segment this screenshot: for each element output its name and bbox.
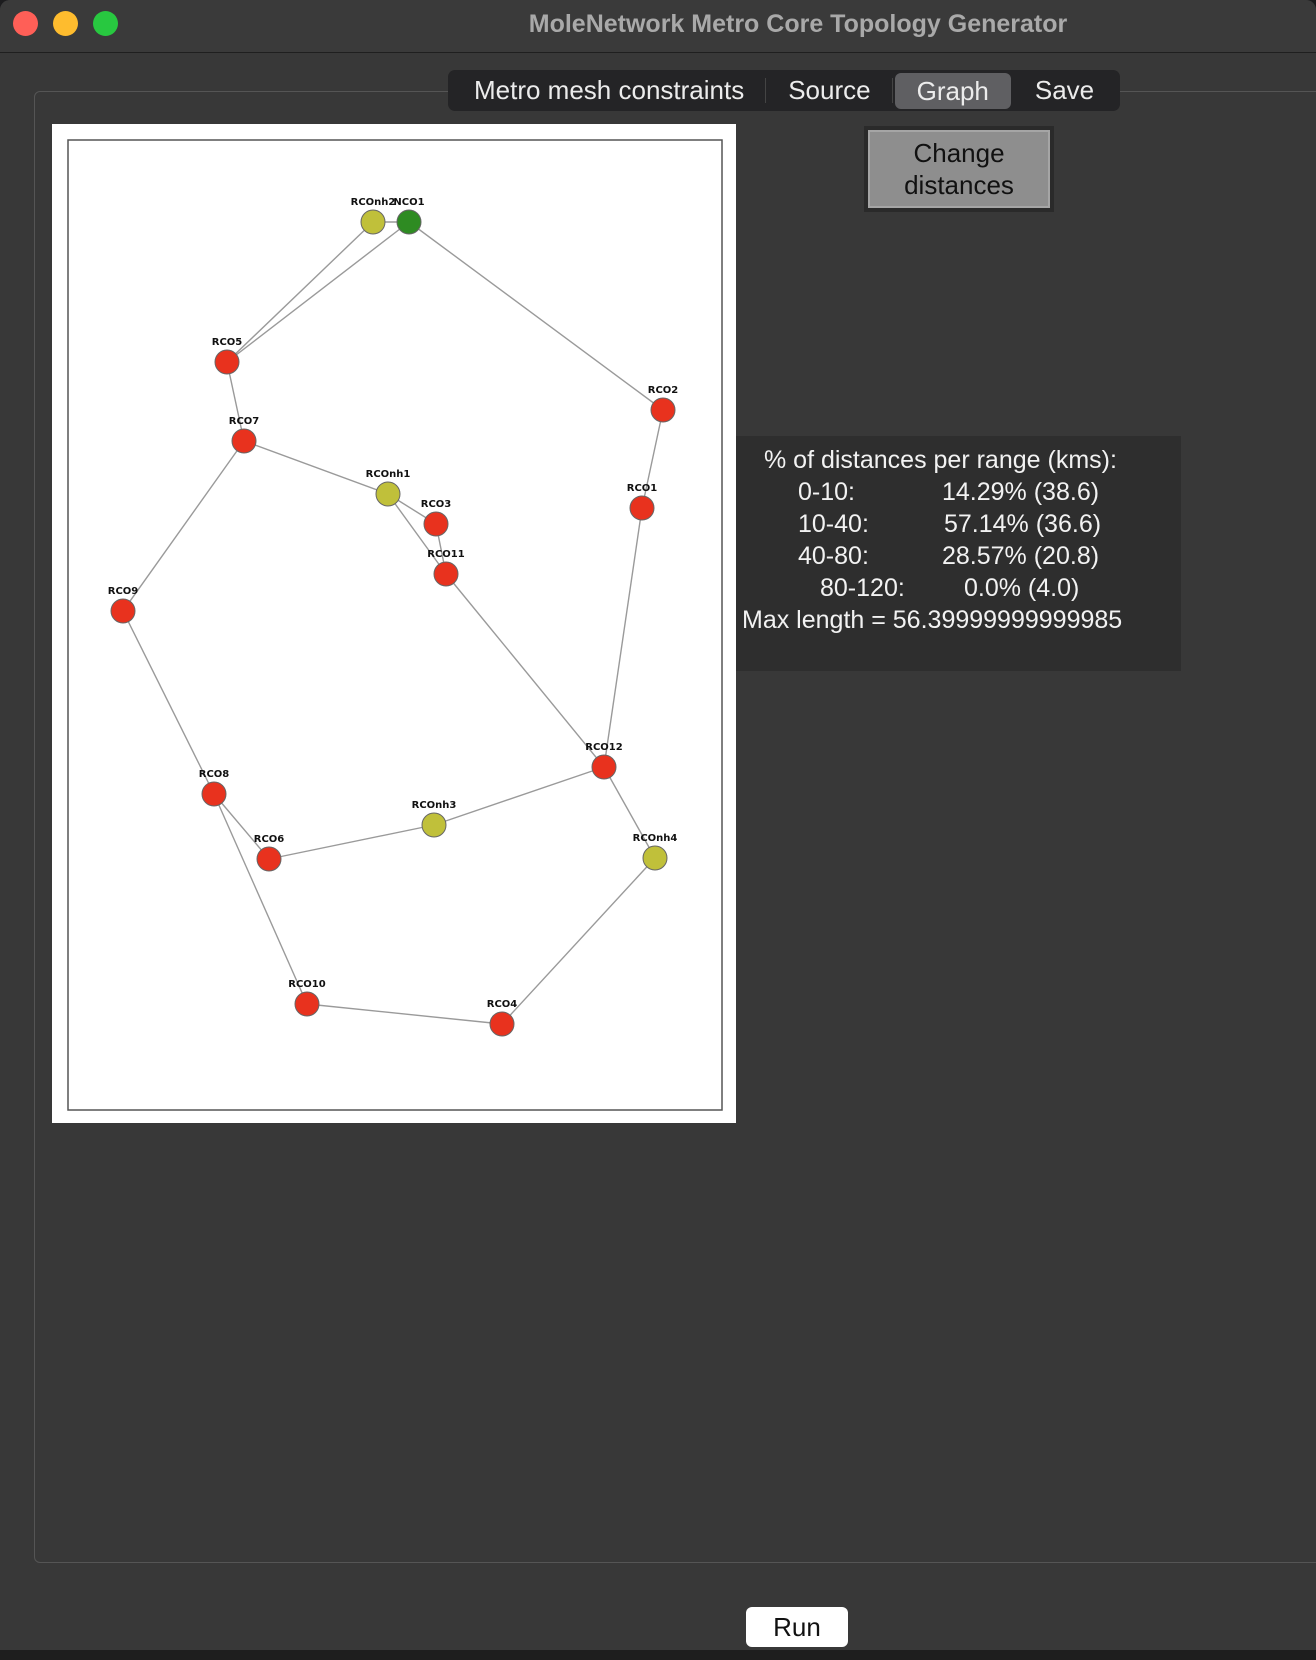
change-distances-button-frame: Change distances — [864, 126, 1054, 212]
change-distances-label-line1: Change — [913, 138, 1005, 168]
graph-node-RCO8 — [201, 781, 227, 807]
graph-node-label-NCO1: NCO1 — [393, 197, 424, 208]
graph-edge-RCOnh1-RCO11 — [387, 493, 447, 575]
graph-edge-RCO2-RCO1 — [641, 409, 664, 509]
graph-edge-RCO6-RCOnh3 — [268, 824, 435, 860]
graph-node-RCO3 — [423, 511, 449, 537]
graph-node-label-RCOnh2: RCOnh2 — [351, 197, 396, 208]
graph-node-NCO1 — [396, 209, 422, 235]
graph-node-label-RCO2: RCO2 — [648, 385, 679, 396]
stats-range-3: 80-120: — [820, 574, 905, 602]
graph-edge-RCOnh2-RCO5 — [226, 221, 374, 363]
graph-node-RCOnh1 — [375, 481, 401, 507]
graph-node-RCO4 — [489, 1011, 515, 1037]
graph-node-label-RCO3: RCO3 — [421, 499, 452, 510]
graph-node-label-RCOnh1: RCOnh1 — [366, 469, 411, 480]
graph-node-RCO6 — [256, 846, 282, 872]
graph-edge-RCO8-RCO6 — [213, 793, 270, 860]
stats-range-2: 40-80: — [798, 542, 869, 570]
graph-edge-RCO9-RCO8 — [122, 610, 215, 795]
graph-edge-RCO5-RCO7 — [226, 361, 245, 442]
stats-heading: % of distances per range (kms): — [764, 446, 1117, 474]
window-title: MoleNetwork Metro Core Topology Generato… — [528, 10, 1068, 38]
change-distances-button[interactable]: Change distances — [868, 130, 1050, 208]
graph-edge-RCO12-RCOnh4 — [603, 766, 656, 859]
stats-value-1: 57.14% (36.6) — [944, 510, 1102, 538]
graph-node-label-RCO11: RCO11 — [427, 549, 464, 560]
close-window-button[interactable] — [13, 11, 38, 36]
tab-bar: Metro mesh constraints Source Graph Save — [448, 70, 1121, 111]
graph-node-label-RCO5: RCO5 — [212, 337, 243, 348]
graph-node-label-RCO10: RCO10 — [288, 979, 325, 990]
graph-node-RCO7 — [231, 428, 257, 454]
graph-node-RCO11 — [433, 561, 459, 587]
graph-edge-RCO7-RCO9 — [122, 440, 245, 612]
background-strip — [0, 1650, 1316, 1660]
graph-node-label-RCO7: RCO7 — [229, 416, 260, 427]
graph-edge-RCO7-RCOnh1 — [243, 440, 389, 495]
graph-edge-RCOnh4-RCO4 — [501, 857, 656, 1025]
graph-edge-RCOnh3-RCO12 — [433, 766, 605, 826]
graph-node-label-RCOnh3: RCOnh3 — [412, 800, 457, 811]
graph-node-RCOnh4 — [642, 845, 668, 871]
graph-node-RCO9 — [110, 598, 136, 624]
graph-node-RCOnh2 — [360, 209, 386, 235]
graph-edge-NCO1-RCO2 — [408, 221, 664, 411]
stats-max-length: Max length = 56.39999999999985 — [742, 606, 1123, 634]
graph-node-label-RCO6: RCO6 — [254, 834, 285, 845]
graph-edge-RCO11-RCO12 — [445, 573, 605, 768]
change-distances-label-line2: distances — [904, 170, 1014, 200]
tab-metro-mesh-constraints[interactable]: Metro mesh constraints — [452, 70, 767, 111]
graph-node-RCO5 — [214, 349, 240, 375]
edges-layer — [122, 221, 664, 1025]
graph-edge-RCO10-RCO4 — [306, 1003, 503, 1025]
stats-value-0: 14.29% (38.6) — [942, 478, 1100, 506]
run-button[interactable]: Run — [746, 1607, 848, 1647]
graph-node-label-RCOnh4: RCOnh4 — [633, 833, 678, 844]
minimize-window-button[interactable] — [53, 11, 78, 36]
tab-graph[interactable]: Graph — [894, 72, 1011, 109]
graph-node-label-RCO9: RCO9 — [108, 586, 139, 597]
graph-node-label-RCO4: RCO4 — [487, 999, 518, 1010]
graph-node-label-RCO8: RCO8 — [199, 769, 230, 780]
graph-node-RCO12 — [591, 754, 617, 780]
graph-node-RCO2 — [650, 397, 676, 423]
graph-node-label-RCO12: RCO12 — [585, 742, 622, 753]
graph-node-RCO1 — [629, 495, 655, 521]
graph-edge-RCO8-RCO10 — [213, 793, 308, 1005]
stats-range-0: 0-10: — [798, 478, 855, 506]
tab-source[interactable]: Source — [766, 70, 894, 111]
graph-edge-RCO1-RCO12 — [603, 507, 643, 768]
title-bar: MoleNetwork Metro Core Topology Generato… — [0, 0, 1316, 53]
plot-axes-box — [67, 139, 723, 1111]
stats-value-2: 28.57% (20.8) — [942, 542, 1100, 570]
graph-node-RCO10 — [294, 991, 320, 1017]
graph-node-RCOnh3 — [421, 812, 447, 838]
graph-node-label-RCO1: RCO1 — [627, 483, 658, 494]
tab-save[interactable]: Save — [1034, 75, 1095, 105]
stats-value-3: 0.0% (4.0) — [964, 574, 1080, 602]
stats-range-1: 10-40: — [798, 510, 869, 538]
zoom-window-button[interactable] — [93, 11, 118, 36]
distance-stats-panel: % of distances per range (kms): 0-10: 14… — [736, 436, 1181, 671]
graph-edge-NCO1-RCO5 — [226, 221, 410, 363]
